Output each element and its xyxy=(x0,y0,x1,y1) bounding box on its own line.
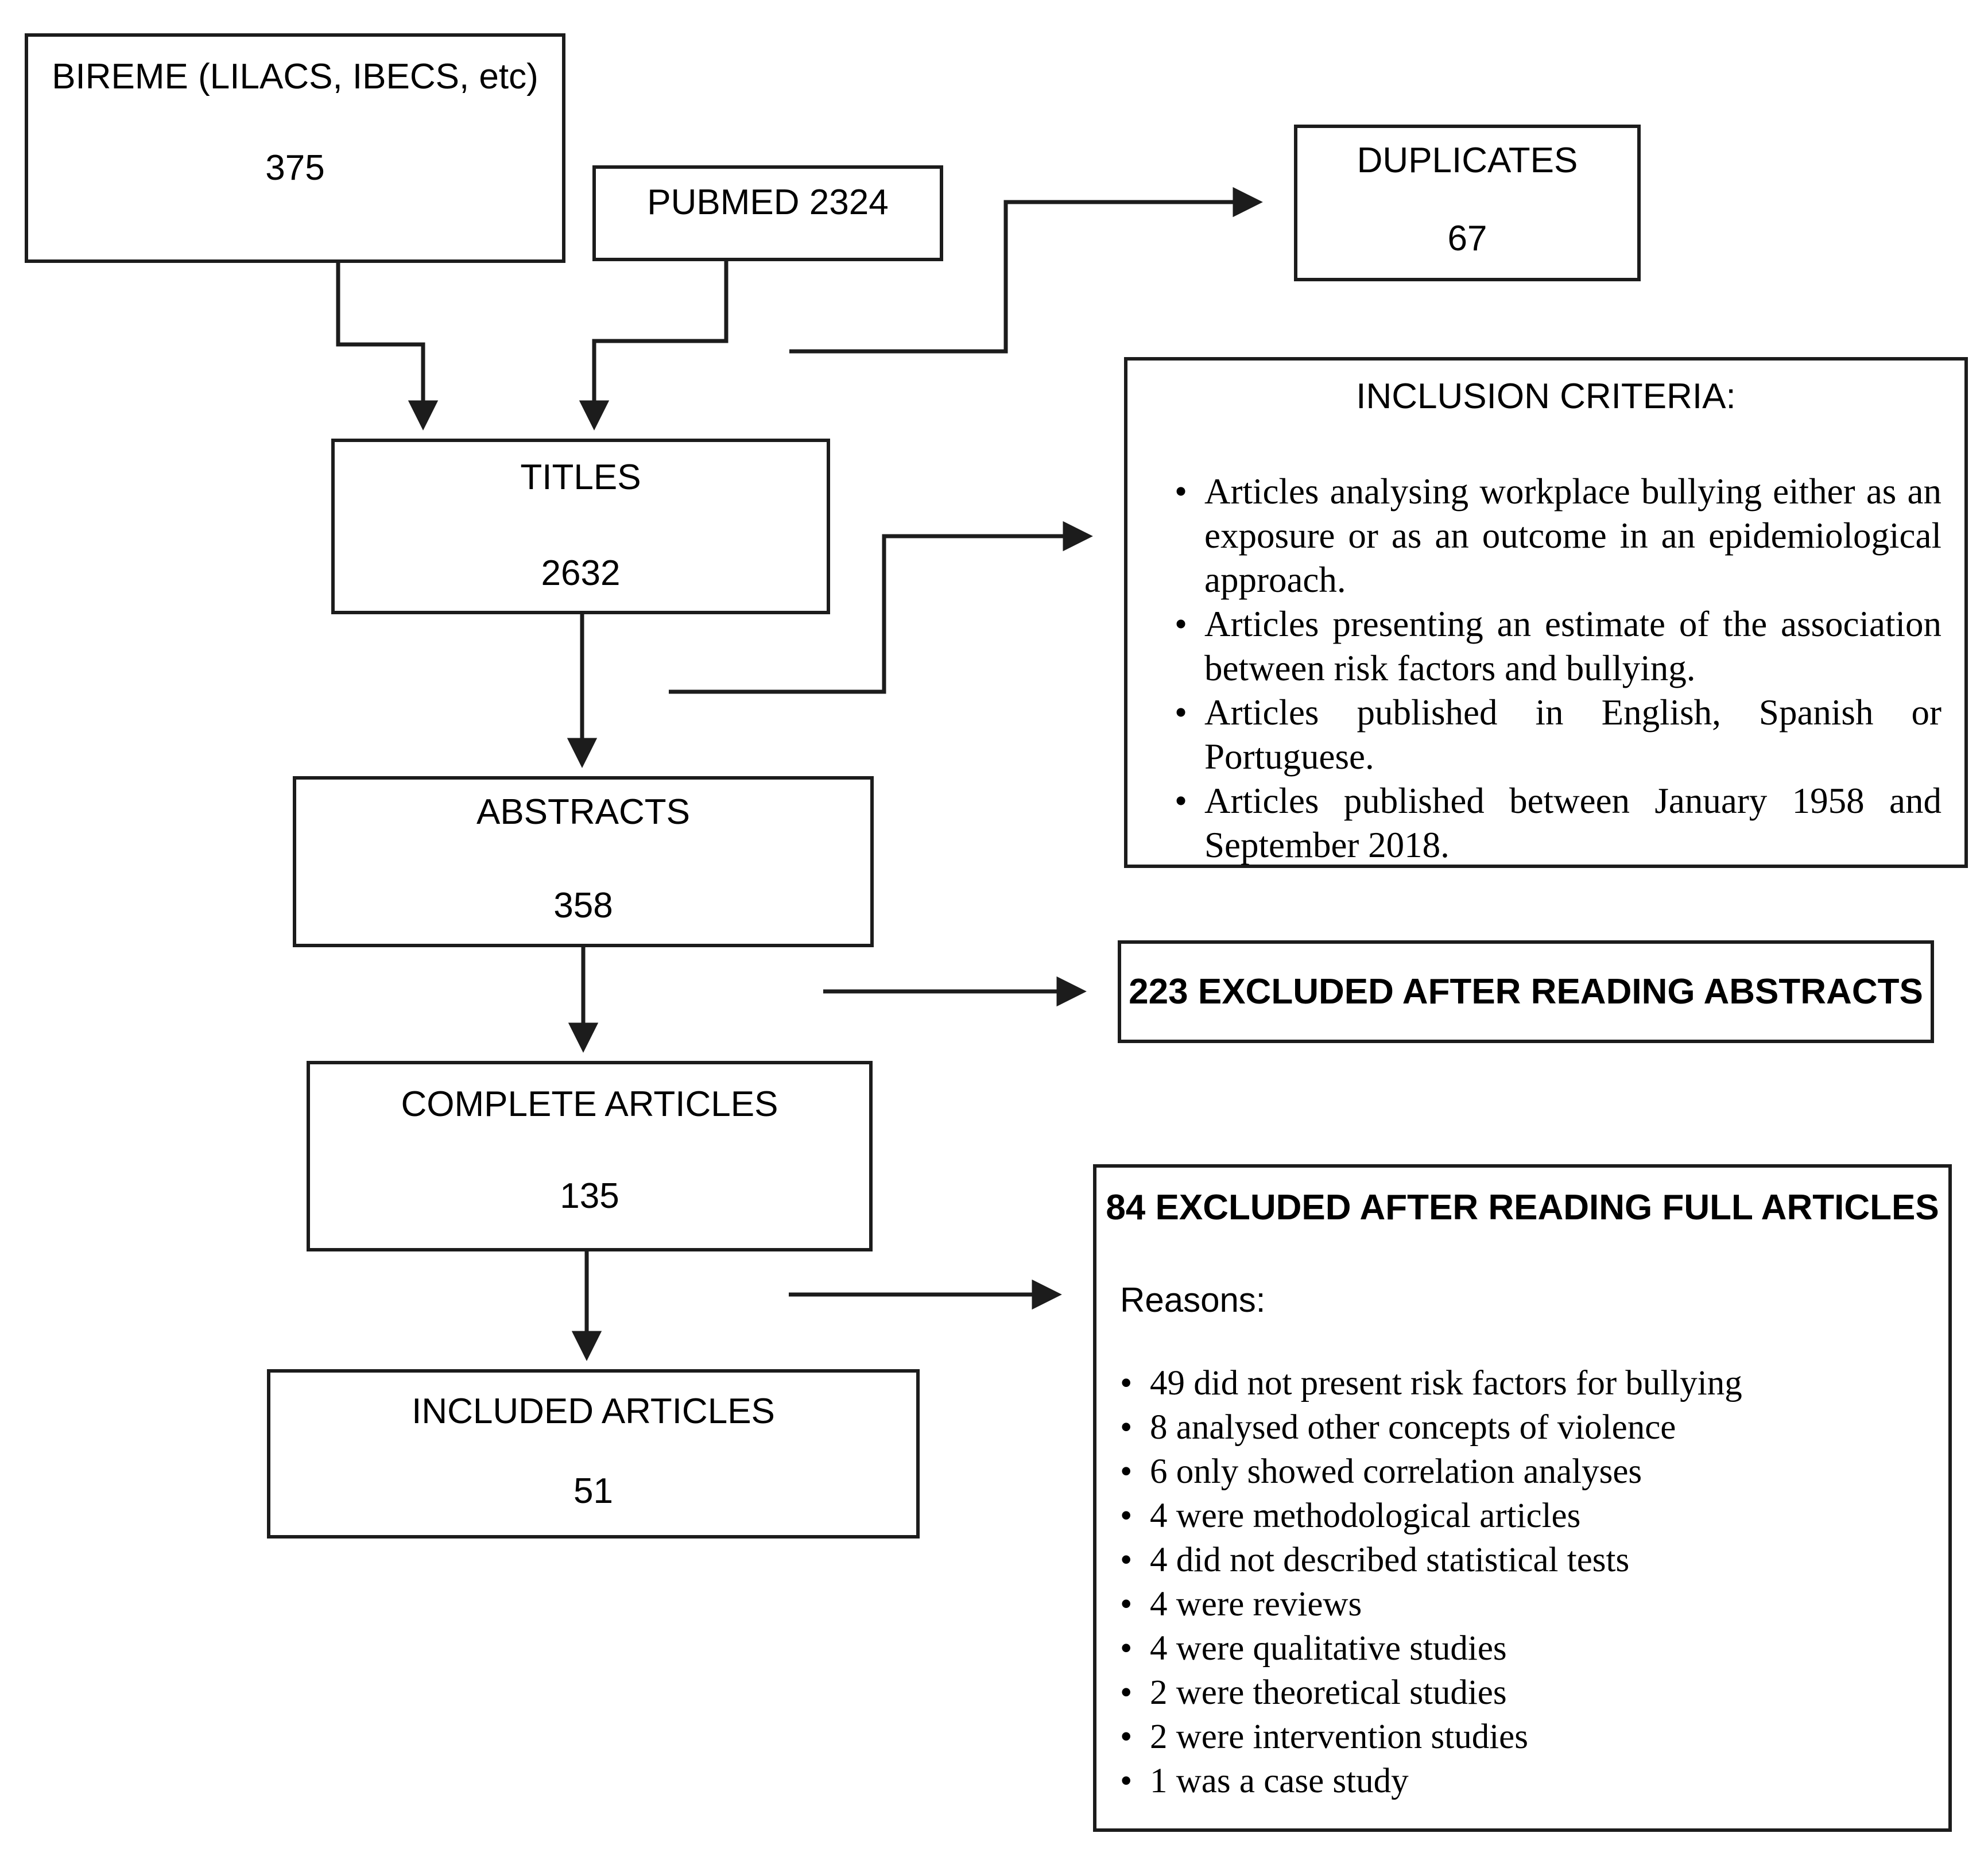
list-item: 2 were intervention studies xyxy=(1120,1715,1931,1759)
connector-titles-to-criteria xyxy=(669,521,1093,694)
excluded-abstracts-box: 223 EXCLUDED AFTER READING ABSTRACTS xyxy=(1118,940,1934,1043)
node-duplicates-label: DUPLICATES xyxy=(1357,141,1578,181)
node-bireme-count: 375 xyxy=(265,148,325,188)
list-item: 49 did not present risk factors for bull… xyxy=(1120,1361,1931,1405)
node-complete-articles-label: COMPLETE ARTICLES xyxy=(401,1084,778,1125)
connector-to-duplicates xyxy=(789,187,1263,354)
list-item: Articles presenting an estimate of the a… xyxy=(1175,602,1942,691)
node-complete-articles-count: 135 xyxy=(560,1176,619,1216)
node-titles-label: TITLES xyxy=(520,457,641,497)
node-included-articles-label: INCLUDED ARTICLES xyxy=(412,1391,775,1431)
reasons-label: Reasons: xyxy=(1120,1281,1266,1319)
connector-bireme-to-titles xyxy=(336,263,439,431)
list-item: Articles analysing workplace bullying ei… xyxy=(1175,470,1942,602)
list-item: Articles published in English, Spanish o… xyxy=(1175,691,1942,779)
inclusion-criteria-list: Articles analysing workplace bullying ei… xyxy=(1127,470,1964,867)
node-bireme-label: BIREME (LILACS, IBECS, etc) xyxy=(52,56,538,96)
excluded-full-articles-title: 84 EXCLUDED AFTER READING FULL ARTICLES xyxy=(1106,1188,1939,1227)
node-bireme: BIREME (LILACS, IBECS, etc) 375 xyxy=(25,33,565,263)
list-item: 6 only showed correlation analyses xyxy=(1120,1450,1931,1494)
node-titles: TITLES 2632 xyxy=(331,439,830,614)
excluded-full-articles-box: 84 EXCLUDED AFTER READING FULL ARTICLES … xyxy=(1093,1164,1952,1832)
node-abstracts: ABSTRACTS 358 xyxy=(293,776,874,947)
list-item: 2 were theoretical studies xyxy=(1120,1671,1931,1715)
list-item: 8 analysed other concepts of violence xyxy=(1120,1405,1931,1450)
node-pubmed-label: PUBMED 2324 xyxy=(647,182,889,222)
node-complete-articles: COMPLETE ARTICLES 135 xyxy=(307,1061,873,1251)
inclusion-criteria-box: INCLUSION CRITERIA: Articles analysing w… xyxy=(1124,357,1968,868)
node-pubmed: PUBMED 2324 xyxy=(592,165,943,261)
list-item: 1 was a case study xyxy=(1120,1759,1931,1803)
list-item: 4 were reviews xyxy=(1120,1582,1931,1626)
inclusion-criteria-title: INCLUSION CRITERIA: xyxy=(1356,377,1736,416)
node-included-articles-count: 51 xyxy=(573,1471,613,1511)
list-item: 4 were methodological articles xyxy=(1120,1494,1931,1538)
node-abstracts-count: 358 xyxy=(553,886,613,926)
node-duplicates: DUPLICATES 67 xyxy=(1294,125,1641,281)
node-duplicates-count: 67 xyxy=(1447,219,1487,259)
list-item: 4 did not described statistical tests xyxy=(1120,1538,1931,1582)
node-titles-count: 2632 xyxy=(541,553,621,594)
node-abstracts-label: ABSTRACTS xyxy=(476,792,691,832)
list-item: 4 were qualitative studies xyxy=(1120,1626,1931,1671)
list-item: Articles published between January 1958 … xyxy=(1175,779,1942,867)
connector-pubmed-to-titles xyxy=(579,261,728,431)
excluded-abstracts-label: 223 EXCLUDED AFTER READING ABSTRACTS xyxy=(1129,972,1923,1012)
node-included-articles: INCLUDED ARTICLES 51 xyxy=(267,1369,920,1539)
reasons-list: 49 did not present risk factors for bull… xyxy=(1096,1361,1948,1803)
